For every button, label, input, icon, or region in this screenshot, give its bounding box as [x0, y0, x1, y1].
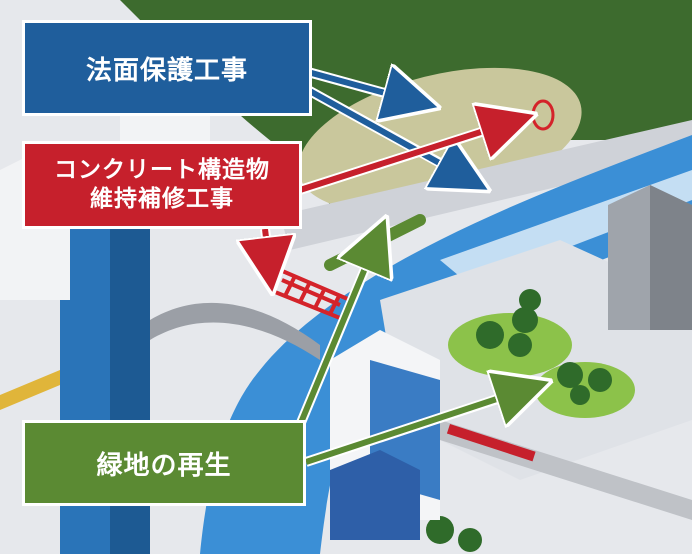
arrow-green-1 [297, 237, 378, 427]
green-regeneration-text: 緑地の再生 [96, 450, 232, 481]
arrows [265, 72, 540, 467]
office-building [608, 185, 692, 330]
concrete-maintenance-text-line2: 維持補修工事 [90, 186, 234, 212]
slope-protection-label: 法面保護工事 [22, 20, 312, 116]
concrete-maintenance-text-line1: コンクリート構造物 [54, 157, 270, 184]
train [446, 424, 536, 462]
arrow-slope-2 [306, 87, 470, 180]
concrete-maintenance-label: コンクリート構造物 維持補修工事 [22, 141, 302, 229]
slope-protection-text: 法面保護工事 [85, 55, 248, 86]
arrow-slope-1 [307, 72, 418, 102]
arrow-concrete-1 [299, 121, 515, 193]
arrow-green-2 [305, 388, 530, 465]
green-regeneration-label: 緑地の再生 [22, 420, 306, 506]
arrow-concrete-2 [265, 228, 270, 272]
train-left [0, 370, 60, 410]
